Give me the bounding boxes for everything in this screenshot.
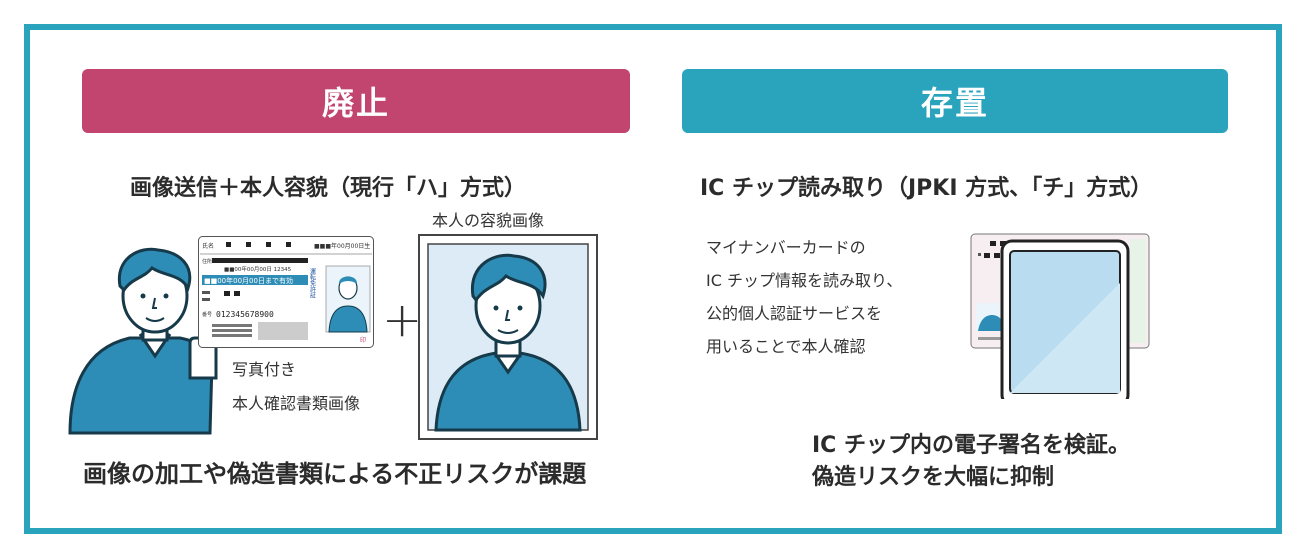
license-stamp: 印 (360, 337, 366, 344)
ic-description-line: 公的個人認証サービスを (706, 304, 883, 323)
risk-issue-text: 画像の加工や偽造書類による不正リスクが課題 (83, 460, 587, 488)
result-line2: 偽造リスクを大幅に抑制 (812, 465, 1055, 490)
license-number-text: 012345678900 (216, 310, 274, 319)
face-photo-illustration (418, 234, 598, 440)
id-caption-line2: 本人確認書類画像 (232, 394, 361, 413)
license-number-label: 番号 (202, 311, 212, 318)
abolish-header: 廃止 (82, 69, 630, 133)
plus-sign: + (382, 292, 423, 348)
license-address-label: 住所 (202, 258, 212, 265)
face-photo-caption: 本人の容貌画像 (432, 211, 545, 230)
license-birth-text: ■■■年00月00日生 (314, 242, 370, 250)
ic-description: マイナンバーカードの IC チップ情報を読み取り、 公的個人認証サービスを 用い… (706, 231, 902, 363)
ic-chip-method-subtitle: IC チップ読み取り（JPKI 方式、「チ」方式） (700, 176, 1153, 201)
license-vertical-label: 運転免許証 (309, 268, 316, 299)
license-date-row: ■■00年00月00日 12345 (224, 265, 292, 273)
id-caption-line1: 写真付き (232, 360, 297, 379)
ic-description-line: IC チップ情報を読み取り、 (706, 271, 903, 290)
result-line1: IC チップ内の電子署名を検証。 (812, 433, 1130, 458)
retain-header: 存置 (682, 69, 1228, 133)
mynumber-card-and-smartphone (970, 233, 1150, 409)
ic-description-line: 用いることで本人確認 (706, 337, 866, 356)
license-expiry-text: ■■00年00月00日まで有効 (204, 276, 293, 285)
driver-license-card: 氏名 ■■■年00月00日生 住所 ■■00年00月00日 12345 ■■00… (198, 236, 374, 348)
image-method-subtitle: 画像送信＋本人容貌（現行「ハ」方式） (130, 176, 527, 201)
license-name-label: 氏名 (202, 242, 214, 250)
person-pointing-illustration (68, 247, 218, 435)
ic-description-line: マイナンバーカードの (706, 238, 866, 257)
result-text: IC チップ内の電子署名を検証。 偽造リスクを大幅に抑制 (812, 430, 1130, 494)
